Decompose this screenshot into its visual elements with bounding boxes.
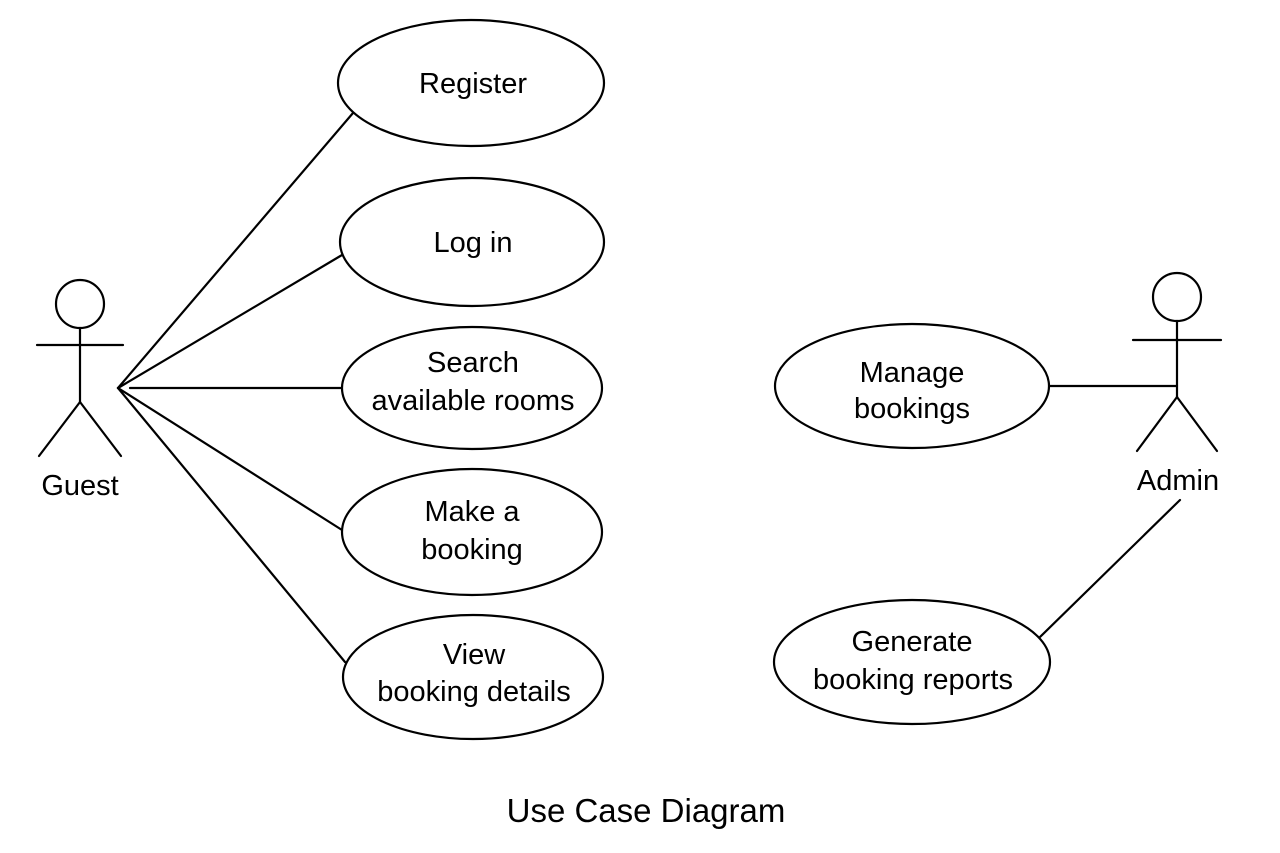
actor-left-leg	[37, 400, 82, 458]
use-case-label-line-2: booking details	[377, 676, 570, 708]
use-case-ellipse	[338, 176, 606, 308]
use-case-search-rooms: Search available rooms	[340, 325, 604, 451]
use-case-label-line-2: bookings	[854, 393, 970, 425]
use-case-view-booking: View booking details	[341, 613, 605, 741]
use-case-generate-reports: Generate booking reports	[772, 598, 1052, 726]
use-case-manage-bookings: Manage bookings	[773, 322, 1051, 450]
use-case-label-line-1: Make a	[424, 496, 520, 528]
use-case-label: Register	[419, 68, 527, 100]
actor-left-leg	[1135, 395, 1179, 453]
actor-right-leg	[78, 400, 123, 458]
diagram-caption: Use Case Diagram	[507, 792, 786, 829]
association-guest-make-booking	[116, 386, 344, 532]
admin-actor-label: Admin	[1137, 465, 1219, 497]
admin-associations	[1038, 384, 1182, 639]
association-guest-view-booking	[116, 386, 347, 664]
stick-figure-icon	[35, 278, 125, 458]
association-guest-register	[116, 111, 355, 390]
actor-head	[54, 278, 106, 330]
use-case-ellipse	[340, 467, 604, 597]
use-case-login: Log in	[338, 176, 606, 308]
actor-right-leg	[1175, 395, 1219, 453]
use-case-register: Register	[336, 18, 606, 148]
guest-actor: Guest	[35, 278, 125, 502]
use-case-ellipse	[336, 18, 606, 148]
use-case-ellipse	[772, 598, 1052, 726]
use-case-label: Log in	[433, 227, 512, 259]
association-guest-login	[116, 253, 344, 390]
use-case-ellipse	[340, 325, 604, 451]
use-case-label-line-1: View	[443, 639, 506, 671]
use-case-make-booking: Make a booking	[340, 467, 604, 597]
association-admin-reports	[1038, 498, 1182, 639]
use-case-label-line-2: booking reports	[813, 664, 1013, 696]
guest-associations	[116, 111, 355, 664]
actor-head	[1151, 271, 1203, 323]
use-case-label-line-2: available rooms	[371, 385, 574, 417]
use-case-label-line-1: Generate	[852, 626, 973, 658]
stick-figure-icon	[1131, 271, 1223, 453]
use-case-ellipse	[341, 613, 605, 741]
use-case-label-line-2: booking	[421, 534, 523, 566]
use-case-ellipse	[773, 322, 1051, 450]
admin-actor: Admin	[1131, 271, 1223, 497]
guest-actor-label: Guest	[41, 470, 118, 502]
use-case-label-line-1: Search	[427, 347, 519, 379]
use-case-label-line-1: Manage	[860, 357, 965, 389]
